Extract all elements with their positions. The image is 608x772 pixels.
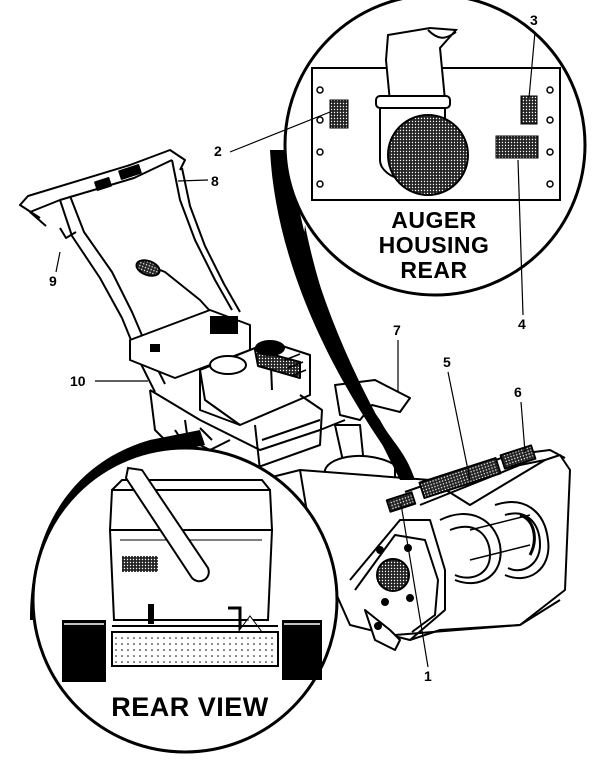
callout-2: 2 [214,143,222,159]
auger-housing-rear-inset: AUGER HOUSING REAR [270,0,587,480]
leader-lines [55,31,536,668]
rear-view-title: REAR VIEW [111,692,269,722]
rear-view-inset: REAR VIEW [30,430,339,754]
decal-rear-marker [122,556,158,572]
callout-7: 7 [393,322,401,338]
callout-9: 9 [49,273,57,289]
inset-title-line-1: AUGER [391,207,477,233]
callout-3: 3 [530,12,538,28]
decal-2-marker [329,99,349,129]
left-wheel [62,620,106,682]
engine [199,340,311,426]
right-wheel [282,620,322,680]
callout-1: 1 [424,668,432,684]
callout-4: 4 [518,316,526,332]
callout-labels: 1 2 3 4 5 6 7 8 9 10 [49,12,538,684]
inset-title-line-3: REAR [400,257,467,283]
auger-housing [299,444,571,651]
decal-4-marker [495,135,539,159]
inset-title-line-2: HOUSING [379,232,490,258]
handle-bar [19,149,241,393]
snow-thrower-illustration [19,149,571,651]
callout-10: 10 [70,373,86,389]
callout-6: 6 [514,384,522,400]
impeller-opening [387,114,469,196]
scraper-bar [111,631,279,667]
decal-3-marker [520,95,538,125]
callout-8: 8 [211,173,219,189]
callout-5: 5 [443,354,451,370]
